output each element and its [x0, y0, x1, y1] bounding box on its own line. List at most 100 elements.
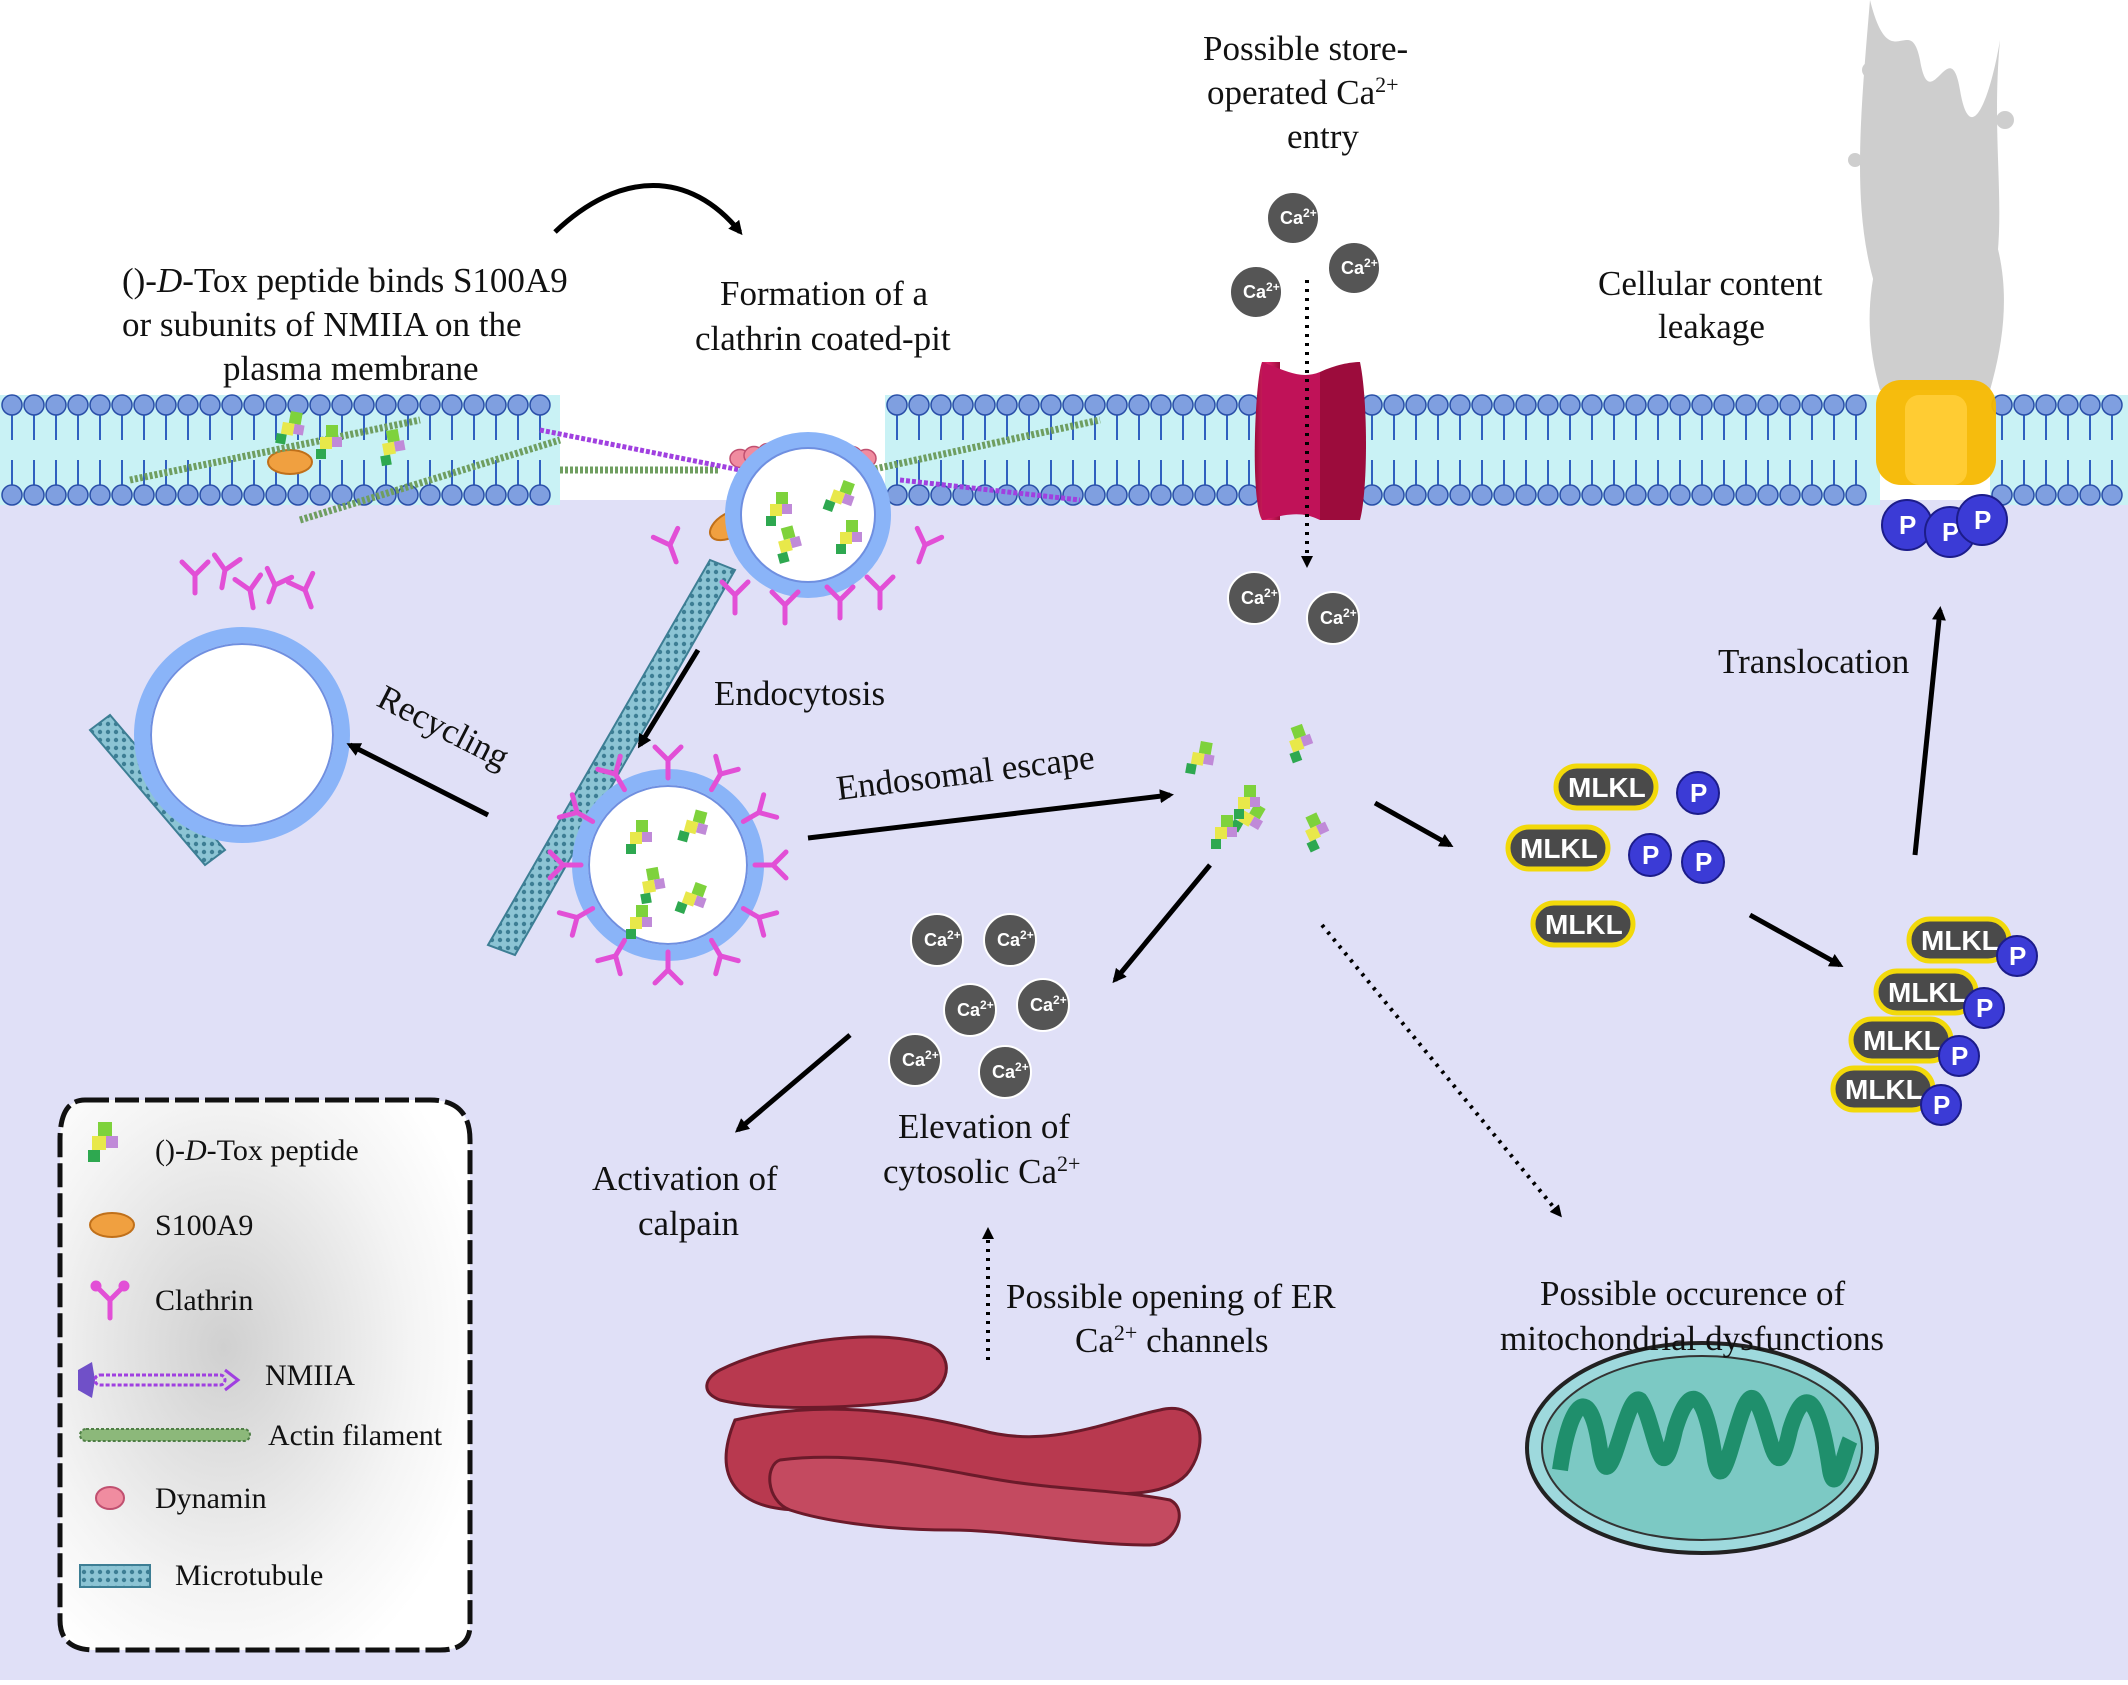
endoplasmic-reticulum: [705, 1335, 1202, 1547]
phosphate: [1963, 987, 2005, 1029]
cytosolic-label-line1: Elevation of: [898, 1107, 1070, 1146]
lipid-head: [2035, 394, 2057, 416]
lipid-head: [952, 394, 974, 416]
lipid-head: [67, 484, 89, 506]
lipid-head: [133, 484, 155, 506]
lipid-head: [155, 394, 177, 416]
lipid-head: [133, 394, 155, 416]
clathrin-pit-label-line1: Formation of a: [720, 274, 928, 313]
lipid-head: [1383, 484, 1405, 506]
calcium-ion: [1266, 191, 1320, 245]
mlkl-label: MLKL: [1520, 833, 1598, 864]
phosphate: [1676, 771, 1720, 815]
lipid-head: [463, 394, 485, 416]
calcium-ion-label: Ca2+: [1241, 586, 1278, 608]
peptide: [1234, 785, 1260, 819]
lipid-head: [23, 394, 45, 416]
peptide: [640, 866, 666, 905]
calcium-ion-label: Ca2+: [1243, 280, 1280, 302]
phosphate-label: P: [1933, 1090, 1950, 1120]
clathrin: [652, 744, 684, 781]
lipid-head: [2013, 394, 2035, 416]
lipid-head: [1128, 484, 1150, 506]
translocation-label: Translocation: [1718, 642, 1909, 681]
phosphate: [1938, 1035, 1980, 1077]
lipid-head: [1537, 394, 1559, 416]
lipid-head: [1713, 484, 1735, 506]
calcium-ion-label: Ca2+: [992, 1060, 1029, 1082]
lipid-head: [221, 484, 243, 506]
clathrin: [752, 849, 789, 881]
calcium-ion: [1227, 571, 1281, 625]
lipid-head: [45, 484, 67, 506]
lipid-head: [1427, 484, 1449, 506]
lipid-head: [1669, 394, 1691, 416]
peptide: [1211, 815, 1237, 849]
nmiia-filament: [539, 427, 741, 473]
lipid-head: [1603, 484, 1625, 506]
phosphate: [1956, 494, 2008, 546]
lipid-head: [974, 394, 996, 416]
clathrin: [914, 525, 945, 565]
phosphate-label: P: [2009, 941, 2026, 971]
lipid-head: [485, 394, 507, 416]
lipid-head: [1735, 484, 1757, 506]
recycling-arrow: [346, 742, 490, 818]
peptide: [275, 411, 305, 445]
peptide: [380, 428, 406, 467]
legend-s100a9-label: S100A9: [155, 1209, 253, 1242]
lipid-head: [485, 484, 507, 506]
lipid-head: [1062, 484, 1084, 506]
actin-filament: [129, 416, 421, 484]
clathrin: [650, 525, 681, 565]
mlkl-label: MLKL: [1921, 925, 1999, 956]
lipid-head: [419, 394, 441, 416]
lipid-head: [353, 394, 375, 416]
calpain-label-line2: calpain: [638, 1204, 739, 1243]
calcium-ion-label: Ca2+: [957, 998, 994, 1020]
clathrin: [179, 559, 211, 596]
mito-label-line1: Possible occurence of: [1540, 1274, 1846, 1313]
peptide: [626, 905, 652, 939]
mlkl-phosphorylation-arrow: [1748, 912, 1844, 968]
lipid-head: [23, 484, 45, 506]
calcium-ion-label: Ca2+: [1030, 993, 1067, 1015]
phosphate: [1996, 935, 2038, 977]
legend-nmiia-label: NMIIA: [265, 1359, 355, 1392]
lipid-head: [1801, 484, 1823, 506]
lipid-head: [1361, 484, 1383, 506]
calcium-ion: [1306, 591, 1360, 645]
lipid-head: [111, 394, 133, 416]
lipid-head: [2079, 394, 2101, 416]
lipid-head: [441, 394, 463, 416]
lipid-head: [2101, 484, 2123, 506]
lipid-head: [1084, 394, 1106, 416]
lipid-head: [1735, 394, 1757, 416]
lipid-head: [1581, 484, 1603, 506]
s100a9-icon: [89, 1212, 135, 1238]
lipid-head: [177, 394, 199, 416]
binding-label-line1: ()-D-Tox peptide binds S100A9: [122, 261, 568, 300]
lipid-head: [2057, 484, 2079, 506]
mlkl-protein: [1505, 824, 1611, 872]
lipid-head: [1581, 394, 1603, 416]
mlkl-pore: [1876, 380, 1996, 485]
binding-label-line3: plasma membrane: [223, 349, 479, 388]
clathrin: [709, 937, 741, 977]
clathrin: [824, 584, 856, 621]
legend-microtubule-label: Microtubule: [175, 1559, 323, 1592]
lipid-head: [463, 484, 485, 506]
lipid-head: [1040, 394, 1062, 416]
lipid-head: [1559, 484, 1581, 506]
lipid-head: [1757, 394, 1779, 416]
lipid-head: [1669, 484, 1691, 506]
clathrin: [264, 565, 295, 605]
mitochondrion: [1525, 1341, 1879, 1555]
calcium-ion-label: Ca2+: [1320, 606, 1357, 628]
phosphate-label: P: [1951, 1041, 1968, 1071]
mlkl-label: MLKL: [1863, 1025, 1941, 1056]
clathrin: [740, 792, 780, 824]
phosphate-label: P: [1695, 847, 1712, 877]
lipid-head: [1106, 484, 1128, 506]
clathrin: [547, 849, 584, 881]
